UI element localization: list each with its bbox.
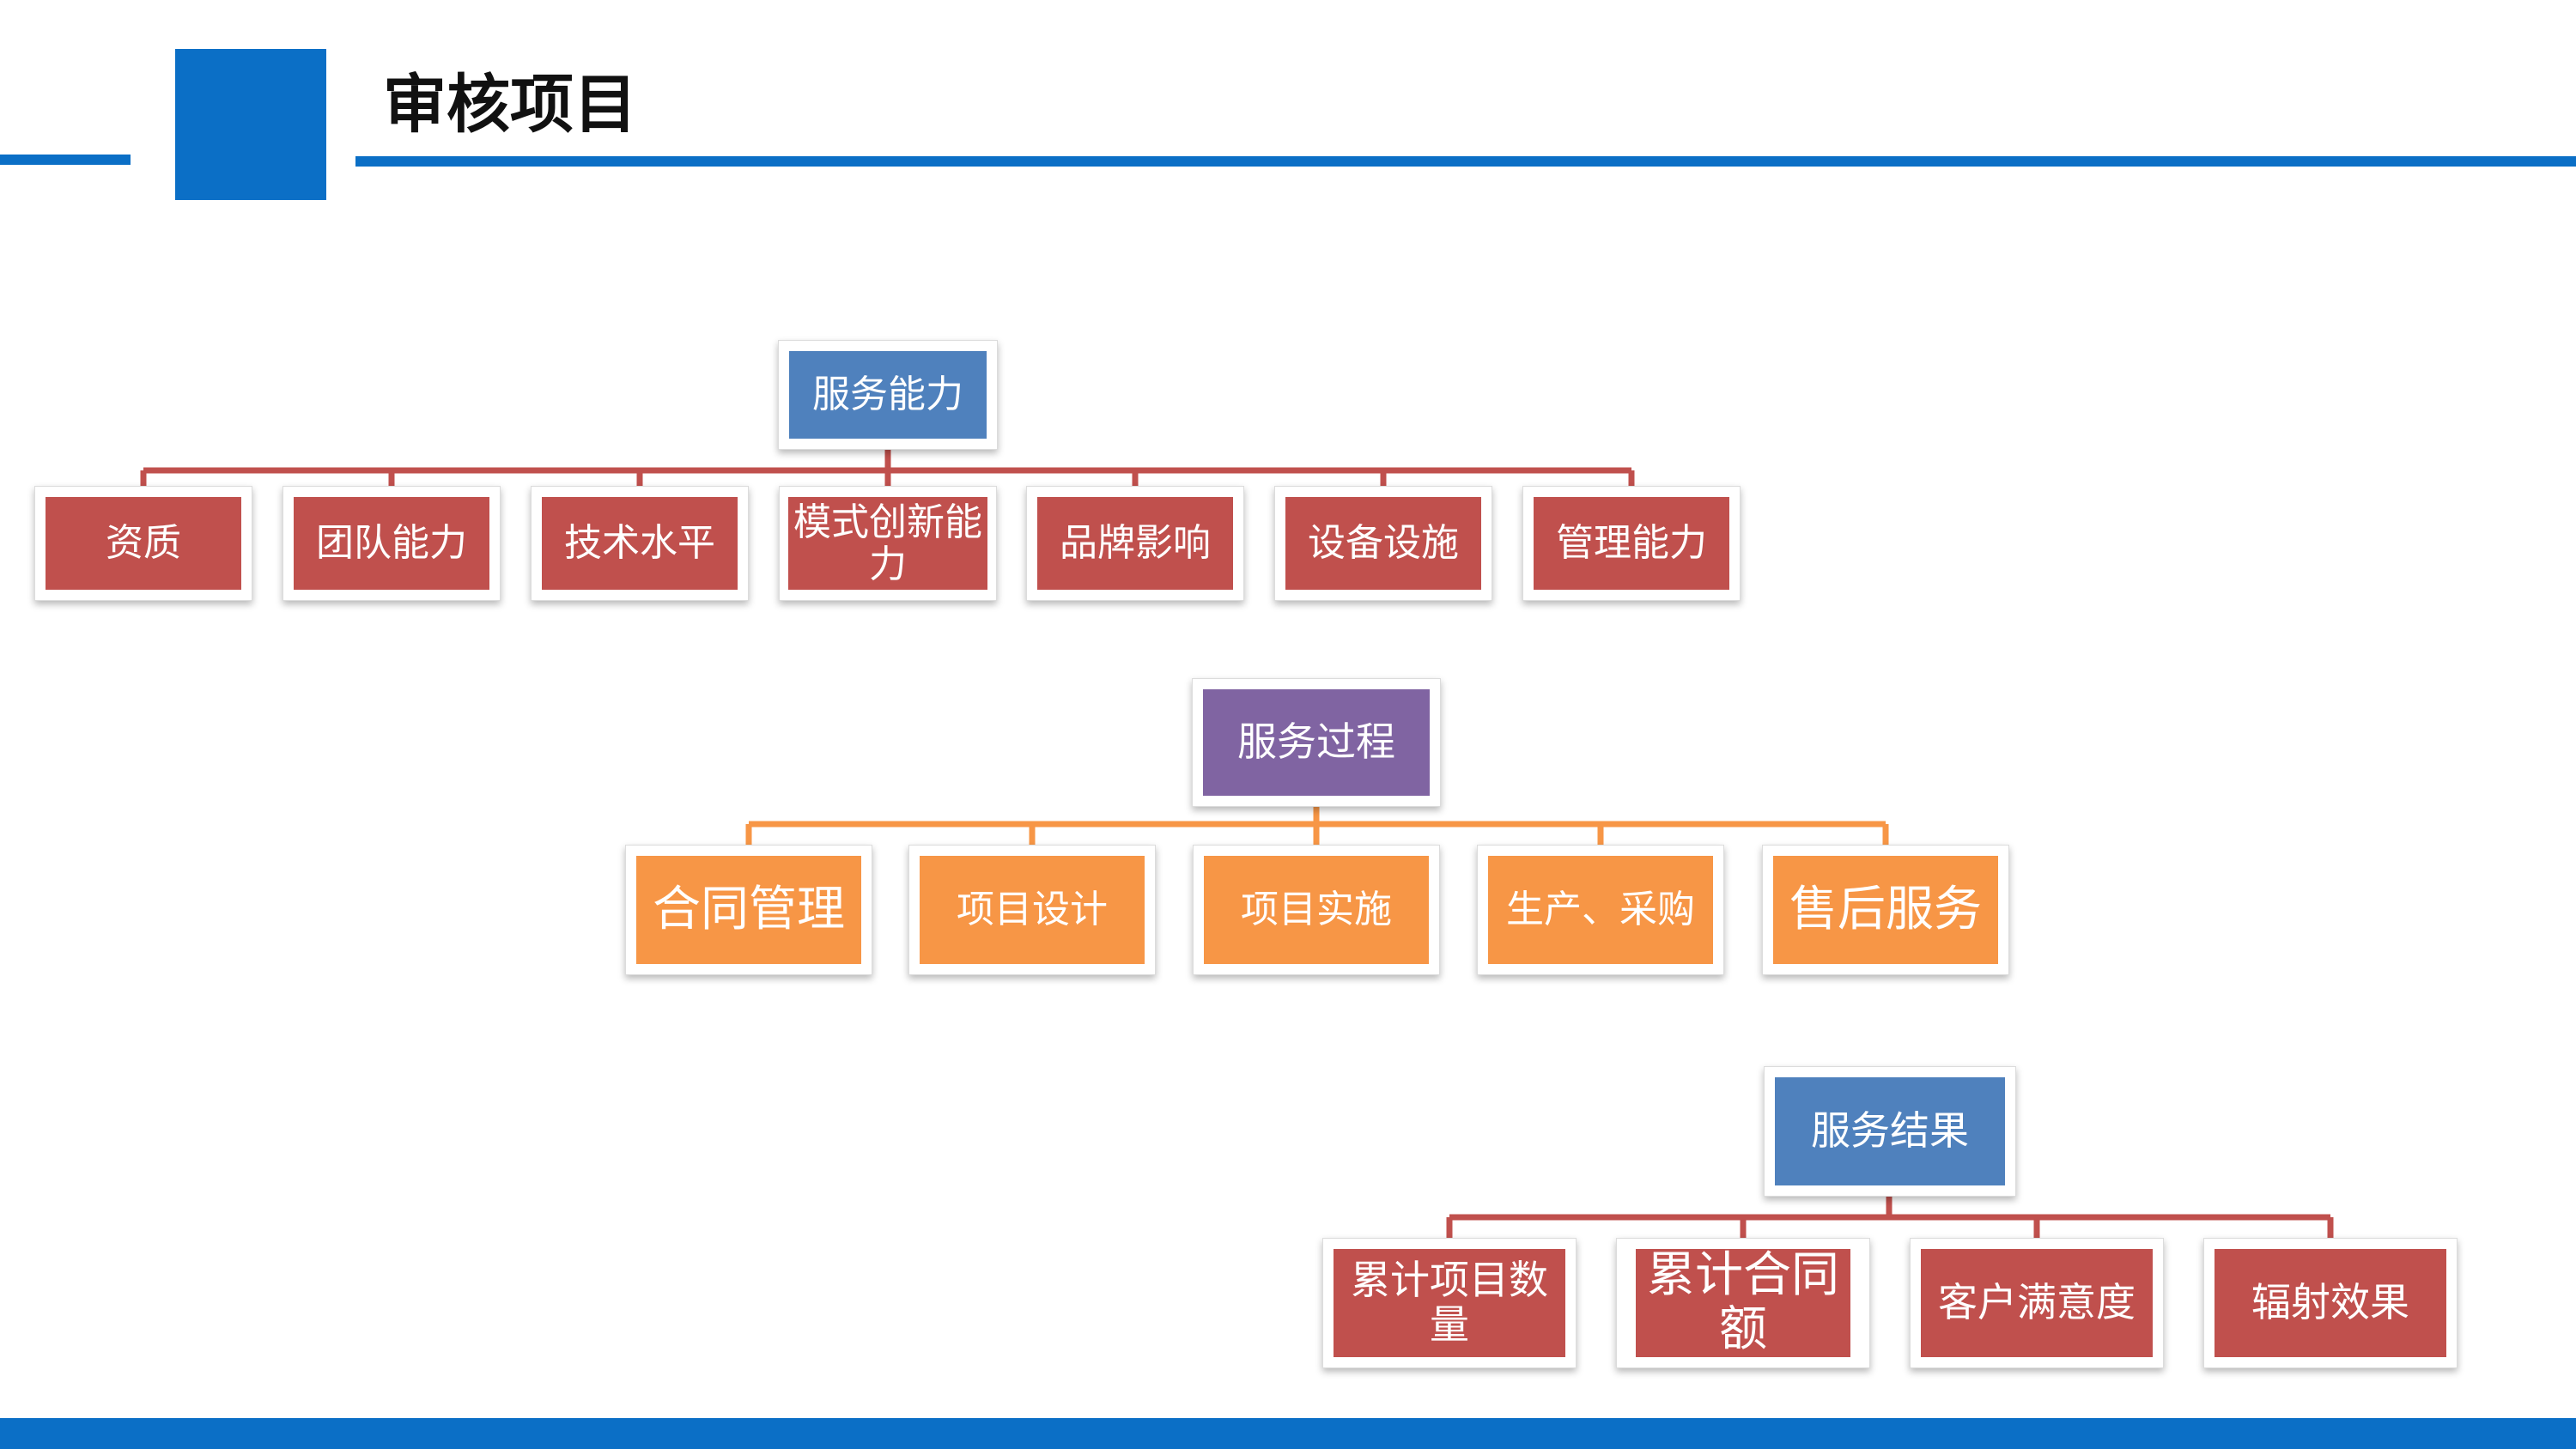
child-node-management-capability: 管理能力 xyxy=(1522,486,1741,601)
child-node-label: 辐射效果 xyxy=(2215,1249,2446,1357)
child-node-label: 售后服务 xyxy=(1773,856,1998,964)
root-node-service-capability: 服务能力 xyxy=(778,340,998,450)
group2-connectors xyxy=(745,807,1889,848)
child-node-team-capability: 团队能力 xyxy=(283,486,501,601)
child-node-project-implementation: 项目实施 xyxy=(1193,845,1440,975)
child-node-technical-level: 技术水平 xyxy=(531,486,749,601)
root-node-service-results: 服务结果 xyxy=(1764,1066,2016,1197)
child-node-radiation-effect: 辐射效果 xyxy=(2203,1238,2458,1368)
child-node-label: 合同管理 xyxy=(636,856,861,964)
child-node-label: 项目设计 xyxy=(920,856,1145,964)
child-node-label: 生产、采购 xyxy=(1488,856,1713,964)
child-node-label: 设备设施 xyxy=(1285,497,1481,590)
child-node-project-design: 项目设计 xyxy=(908,845,1156,975)
child-node-after-sales-service: 售后服务 xyxy=(1762,845,2009,975)
header-right-rule xyxy=(355,156,2576,167)
child-node-cumulative-contract-amount: 累计合同额 xyxy=(1616,1238,1870,1368)
child-node-label: 累计项目数量 xyxy=(1334,1249,1565,1357)
child-node-label: 客户满意度 xyxy=(1921,1249,2153,1357)
child-node-contract-management: 合同管理 xyxy=(625,845,872,975)
child-node-cumulative-project-count: 累计项目数量 xyxy=(1322,1238,1577,1368)
child-node-qualification: 资质 xyxy=(34,486,252,601)
child-node-label: 项目实施 xyxy=(1204,856,1429,964)
child-node-label: 团队能力 xyxy=(294,497,489,590)
group1-connectors xyxy=(140,446,1635,489)
header-accent-square xyxy=(175,49,326,200)
root-node-label: 服务过程 xyxy=(1203,689,1430,796)
child-node-label: 管理能力 xyxy=(1534,497,1729,590)
child-node-brand-influence: 品牌影响 xyxy=(1026,486,1244,601)
header-left-rule xyxy=(0,155,131,165)
child-node-label: 模式创新能力 xyxy=(788,497,987,590)
group3-connectors xyxy=(1446,1197,2334,1241)
page-title: 审核项目 xyxy=(383,68,637,142)
child-node-customer-satisfaction: 客户满意度 xyxy=(1910,1238,2164,1368)
child-node-label: 技术水平 xyxy=(542,497,738,590)
child-node-label: 累计合同额 xyxy=(1636,1249,1850,1357)
child-node-label: 品牌影响 xyxy=(1037,497,1233,590)
child-node-production-procurement: 生产、采购 xyxy=(1477,845,1724,975)
root-node-label: 服务能力 xyxy=(789,351,987,439)
root-node-label: 服务结果 xyxy=(1775,1077,2005,1185)
footer-bar xyxy=(0,1418,2576,1449)
child-node-model-innovation: 模式创新能力 xyxy=(779,486,997,601)
child-node-label: 资质 xyxy=(46,497,241,590)
root-node-service-process: 服务过程 xyxy=(1192,678,1441,807)
child-node-equipment-facilities: 设备设施 xyxy=(1274,486,1492,601)
